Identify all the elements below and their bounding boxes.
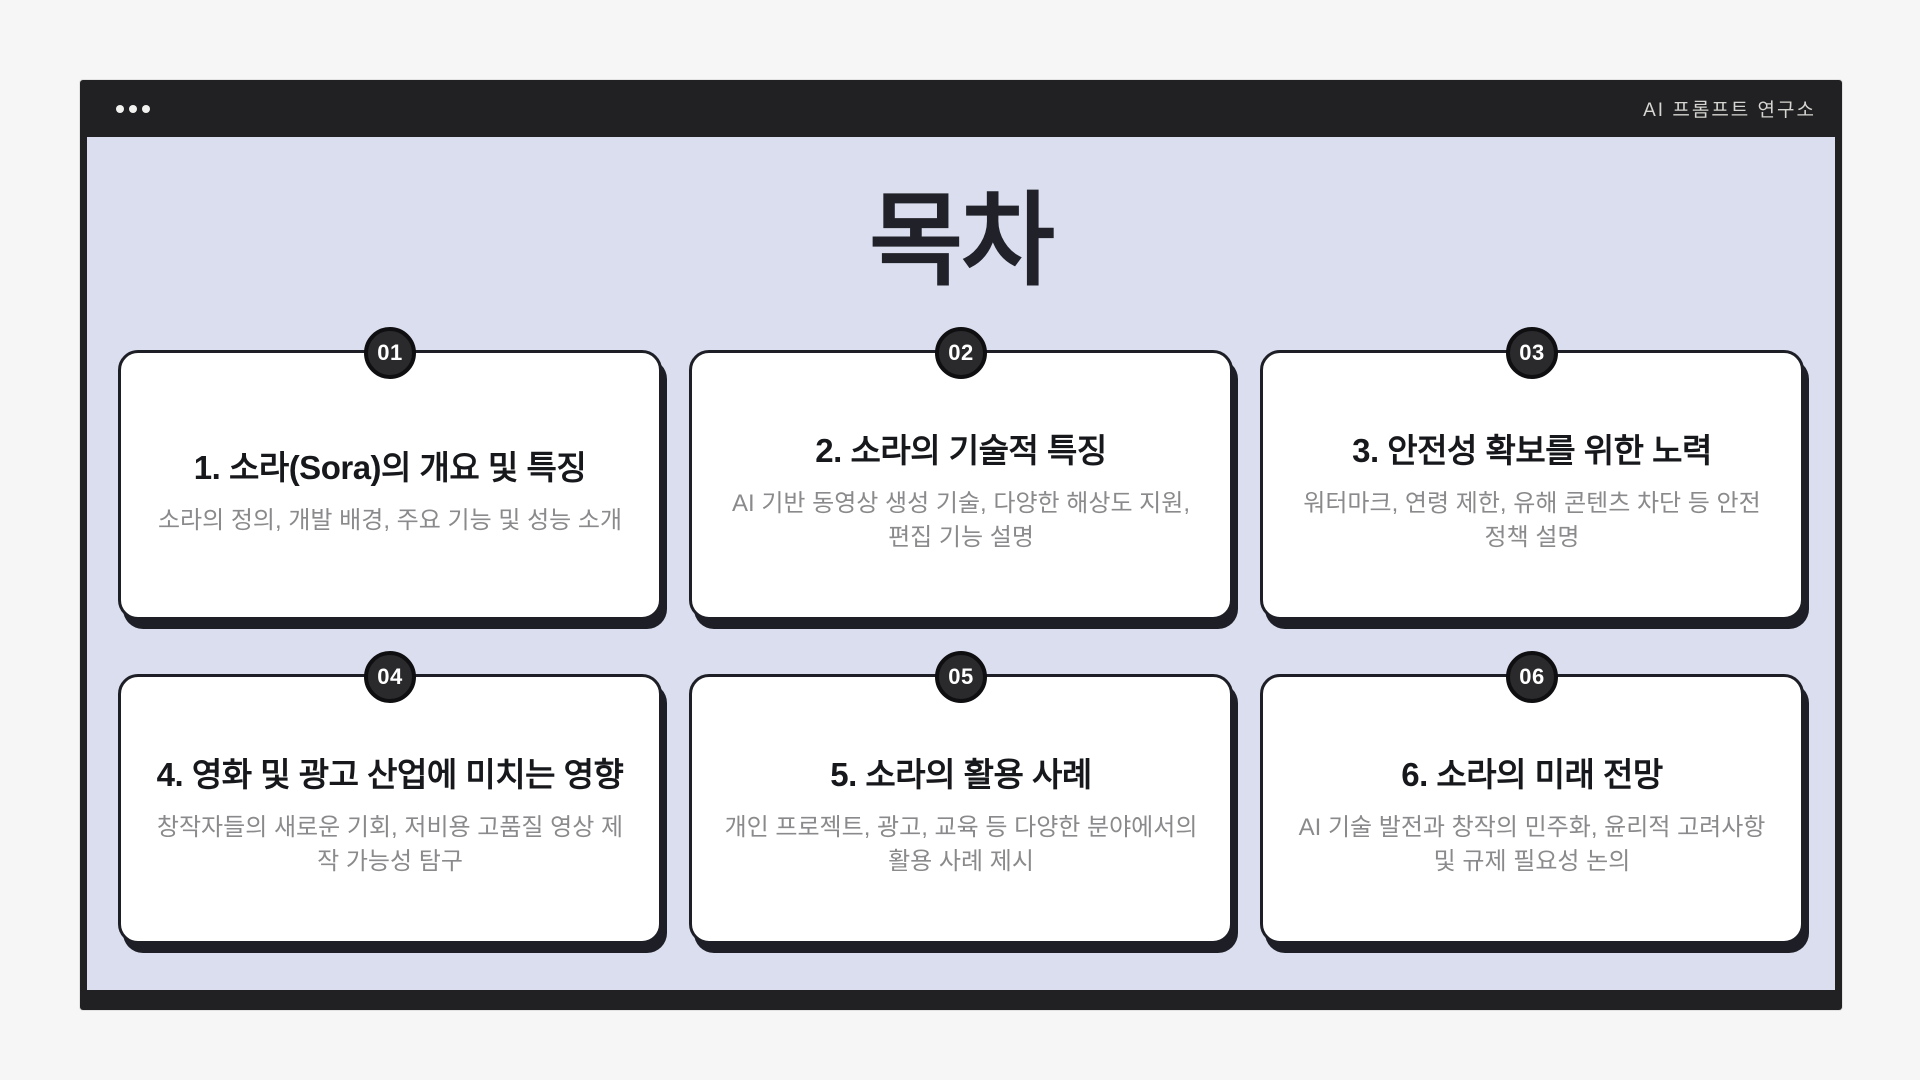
slide-title: 목차	[869, 184, 1055, 298]
card-number-badge: 05	[935, 651, 987, 704]
card-description: AI 기반 동영상 생성 기술, 다양한 해상도 지원, 편집 기능 설명	[731, 489, 1191, 551]
card-number-badge: 02	[935, 327, 987, 380]
card-number-badge: 01	[364, 327, 416, 380]
card-number: 03	[1519, 340, 1545, 366]
card-number: 06	[1519, 664, 1545, 690]
card-title: 4. 영화 및 광고 산업에 미치는 영향	[156, 755, 624, 793]
card-number: 04	[377, 664, 403, 690]
toc-card: 04 4. 영화 및 광고 산업에 미치는 영향 창작자들의 새로운 기회, 저…	[118, 651, 662, 945]
window-dot-icon[interactable]	[142, 104, 150, 113]
window-bottom-frame	[80, 990, 1842, 1010]
cards-grid: 01 1. 소라(Sora)의 개요 및 특징 소라의 정의, 개발 배경, 주…	[87, 327, 1835, 945]
toc-card: 06 6. 소라의 미래 전망 AI 기술 발전과 창작의 민주화, 윤리적 고…	[1260, 651, 1804, 945]
card-title: 5. 소라의 활용 사례	[830, 755, 1092, 793]
card-number-badge: 06	[1506, 651, 1558, 704]
card-title: 2. 소라의 기술적 특징	[815, 431, 1107, 469]
slide-canvas: 목차 01 1. 소라(Sora)의 개요 및 특징 소라의 정의, 개발 배경…	[87, 137, 1835, 990]
card-description: 개인 프로젝트, 광고, 교육 등 다양한 분야에서의 활용 사례 제시	[724, 813, 1198, 875]
toc-card: 02 2. 소라의 기술적 특징 AI 기반 동영상 생성 기술, 다양한 해상…	[689, 327, 1233, 621]
window-controls[interactable]	[116, 104, 150, 113]
card-description: 창작자들의 새로운 기회, 저비용 고품질 영상 제작 가능성 탐구	[156, 813, 624, 875]
toc-card: 01 1. 소라(Sora)의 개요 및 특징 소라의 정의, 개발 배경, 주…	[118, 327, 662, 621]
card-description: 워터마크, 연령 제한, 유해 콘텐츠 차단 등 안전 정책 설명	[1303, 489, 1761, 551]
toc-card: 03 3. 안전성 확보를 위한 노력 워터마크, 연령 제한, 유해 콘텐츠 …	[1260, 327, 1804, 621]
window-dot-icon[interactable]	[116, 104, 124, 113]
window-dot-icon[interactable]	[129, 104, 137, 113]
card-number: 02	[948, 340, 974, 366]
toc-card: 05 5. 소라의 활용 사례 개인 프로젝트, 광고, 교육 등 다양한 분야…	[689, 651, 1233, 945]
card-title: 3. 안전성 확보를 위한 노력	[1352, 431, 1712, 469]
card-number-badge: 04	[364, 651, 416, 704]
window-title: AI 프롬프트 연구소	[1643, 100, 1816, 121]
card-number-badge: 03	[1506, 327, 1558, 380]
card-title: 1. 소라(Sora)의 개요 및 특징	[193, 448, 587, 486]
card-title: 6. 소라의 미래 전망	[1401, 755, 1663, 793]
presentation-window: AI 프롬프트 연구소 목차 01 1. 소라(Sora)의 개요 및 특징 소…	[80, 80, 1842, 1010]
card-number: 01	[377, 340, 403, 366]
card-number: 05	[948, 664, 974, 690]
card-description: 소라의 정의, 개발 배경, 주요 기능 및 성능 소개	[157, 506, 623, 534]
card-description: AI 기술 발전과 창작의 민주화, 윤리적 고려사항 및 규제 필요성 논의	[1298, 813, 1766, 875]
window-titlebar: AI 프롬프트 연구소	[80, 80, 1842, 137]
